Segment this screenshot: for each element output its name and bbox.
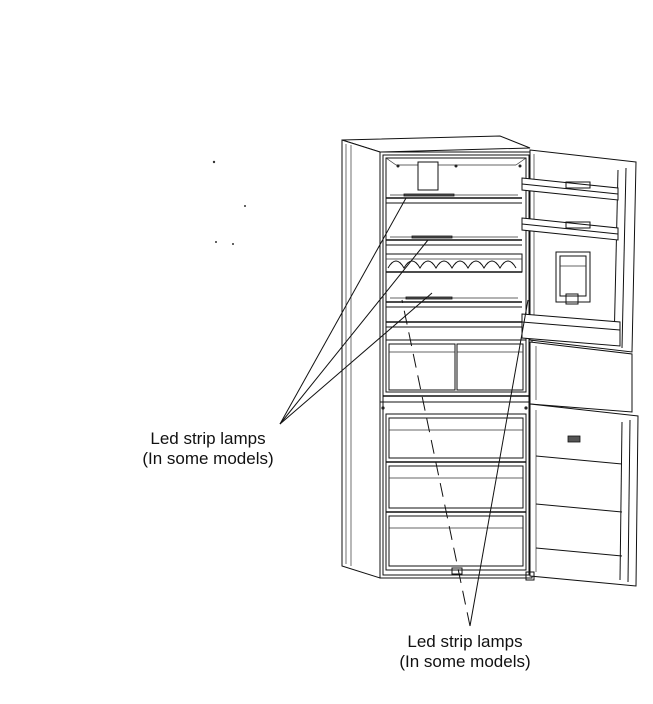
- freezer-door: [529, 403, 639, 587]
- left-leader-lines: [279, 197, 433, 425]
- cabinet-body: [341, 135, 533, 579]
- freezer-drawer-1: [388, 417, 524, 459]
- cabinet-left-side: [341, 139, 381, 579]
- control-box: [417, 161, 439, 191]
- callout-line2: (In some models): [142, 449, 274, 468]
- callout-line2: (In some models): [399, 652, 531, 671]
- crisper-drawer-left: [388, 343, 456, 391]
- water-dispenser-tank: [555, 251, 591, 305]
- crisper-drawer-right: [456, 343, 524, 391]
- callout-led-strip-bottom: Led strip lamps (In some models): [375, 632, 555, 672]
- led-strip-lamp: [405, 296, 453, 300]
- fridge-door: [521, 149, 637, 353]
- crisper-drawers: [385, 339, 527, 393]
- speck: [244, 205, 246, 207]
- glass-shelf: [386, 235, 522, 246]
- led-strip-lamp: [411, 235, 453, 239]
- door-bin: [521, 313, 621, 347]
- glass-shelf: [386, 296, 522, 308]
- callout-line1: Led strip lamps: [407, 632, 523, 651]
- freezer-compartment: [385, 413, 527, 571]
- door-lower-strip: [529, 341, 633, 413]
- speck: [215, 241, 217, 243]
- fridge-compartment: [383, 157, 529, 397]
- speck: [212, 160, 216, 164]
- callout-line1: Led strip lamps: [150, 429, 266, 448]
- speck: [232, 243, 234, 245]
- door-bin: [521, 177, 619, 201]
- cabinet-front: [379, 151, 533, 579]
- glass-shelf: [386, 193, 522, 204]
- led-strip-lamp: [403, 193, 455, 197]
- glass-shelf: [386, 321, 522, 328]
- freezer-drawer-2: [388, 465, 524, 509]
- bottom-leader-lines: [401, 299, 529, 627]
- freezer-drawer-3: [388, 515, 524, 567]
- callout-led-strip-left: Led strip lamps (In some models): [118, 429, 298, 469]
- bottle-rack: [385, 253, 523, 273]
- door-bin: [521, 217, 619, 241]
- freezer-door-panel: [529, 403, 639, 587]
